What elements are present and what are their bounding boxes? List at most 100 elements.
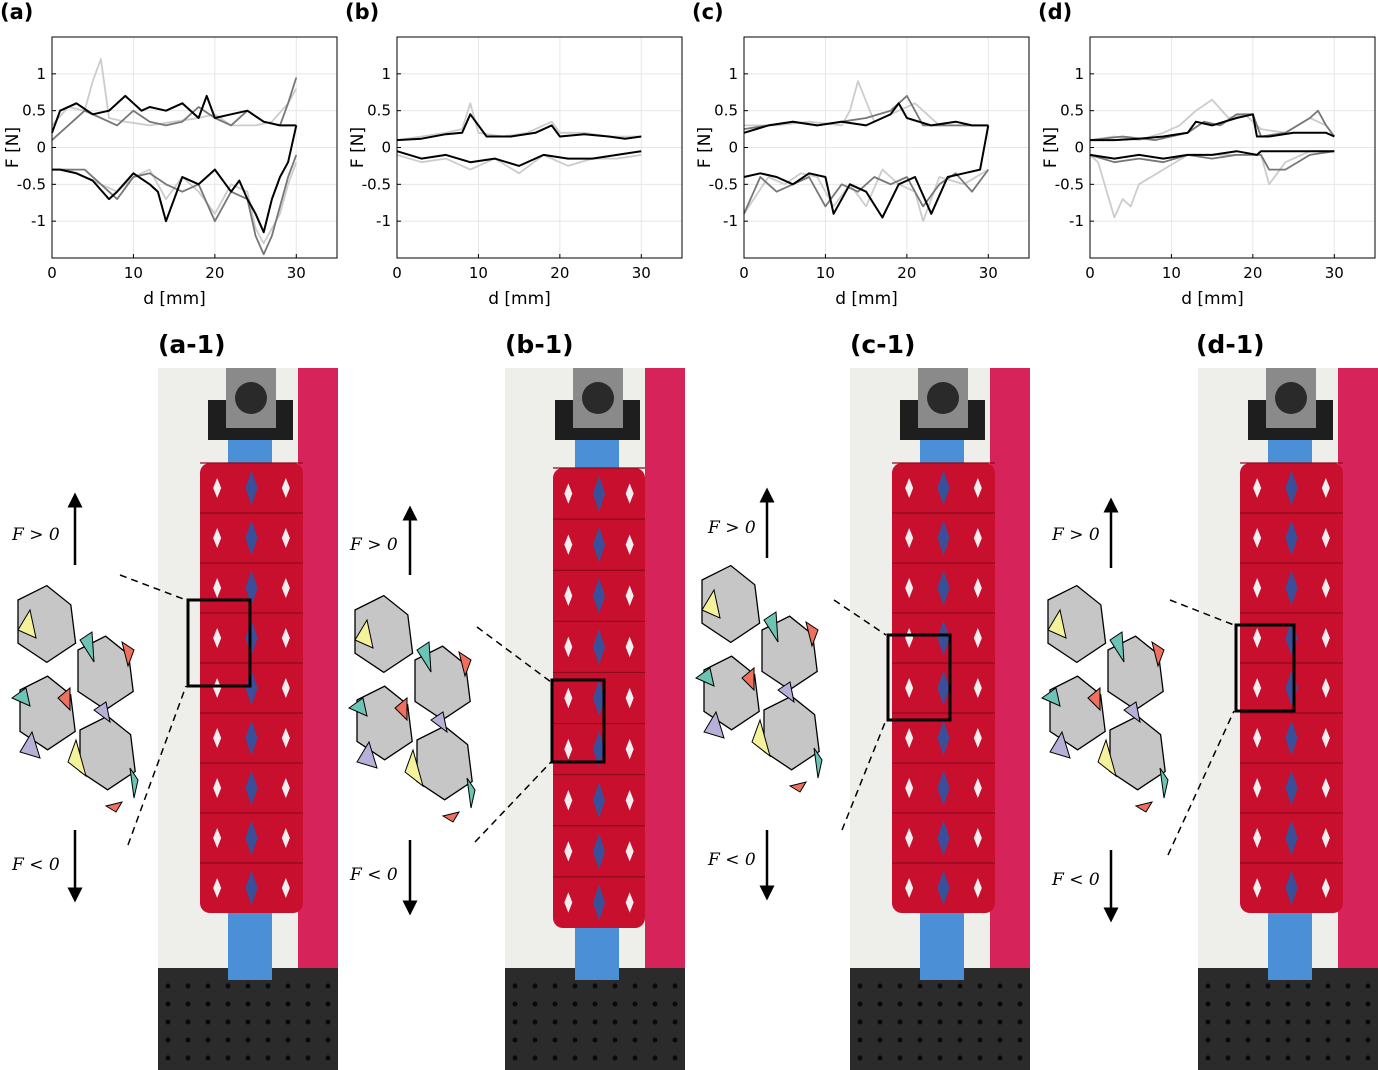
x-tick-label: 10 — [124, 264, 143, 282]
facet-yellow — [1097, 738, 1117, 778]
table-hole — [612, 1037, 618, 1043]
series-line-3 — [1089, 150, 1335, 171]
table-hole — [632, 1055, 638, 1061]
table-hole — [897, 1019, 903, 1025]
panel-d1: (d-1) F > 0 F < 0 — [1038, 330, 1378, 1070]
x-tick-label: 30 — [1325, 264, 1344, 282]
series-line-5 — [1089, 150, 1335, 160]
gap — [905, 578, 914, 598]
facet-salmon — [458, 650, 472, 678]
table-hole — [1017, 1037, 1023, 1043]
facet-salmon — [1134, 801, 1154, 813]
table-hole — [977, 983, 983, 989]
table-hole — [997, 1037, 1003, 1043]
table-hole — [225, 1019, 231, 1025]
table-hole — [532, 1001, 538, 1007]
table-hole — [1265, 1019, 1271, 1025]
facet-salmon — [788, 781, 808, 793]
table-hole — [1205, 1037, 1211, 1043]
table-hole — [1225, 1019, 1231, 1025]
table-hole — [937, 1055, 943, 1061]
table-hole — [1365, 1037, 1371, 1043]
table-hole — [185, 983, 191, 989]
table-hole — [245, 983, 251, 989]
gap — [1321, 628, 1330, 648]
table-hole — [977, 1037, 983, 1043]
gap — [905, 628, 914, 648]
table-hole — [897, 1037, 903, 1043]
gap — [281, 528, 290, 548]
facet-teal — [347, 697, 368, 717]
series-line-2 — [1089, 109, 1336, 142]
gap — [937, 720, 950, 756]
table-hole — [185, 1037, 191, 1043]
gap — [625, 790, 634, 811]
y-tick-label: 0 — [36, 139, 46, 157]
table-hole — [1365, 1055, 1371, 1061]
table-hole — [1017, 1001, 1023, 1007]
table-hole — [957, 1055, 963, 1061]
table-hole — [1305, 1037, 1311, 1043]
series-line-4 — [1090, 113, 1335, 142]
table-hole — [877, 1019, 883, 1025]
panel-title: (c-1) — [850, 330, 916, 359]
table-hole — [672, 1055, 678, 1061]
table-hole — [977, 1001, 983, 1007]
table-hole — [652, 1055, 658, 1061]
table-hole — [997, 983, 1003, 989]
tower-illustration — [505, 368, 685, 1070]
x-tick-label: 20 — [897, 264, 916, 282]
tower-illustration — [158, 368, 338, 1070]
gap — [625, 892, 634, 913]
zoom-leader — [119, 574, 187, 601]
y-tick-label: 0.5 — [22, 102, 46, 120]
gap — [1285, 770, 1298, 806]
table-hole — [325, 983, 331, 989]
y-tick-label: -0.5 — [17, 175, 46, 193]
table-hole — [1285, 1001, 1291, 1007]
table-hole — [285, 1055, 291, 1061]
facet-lavender — [93, 701, 111, 724]
table-hole — [572, 1037, 578, 1043]
facet-salmon — [121, 640, 135, 668]
table-hole — [857, 1019, 863, 1025]
table-hole — [592, 983, 598, 989]
table-hole — [265, 1001, 271, 1007]
gap — [281, 628, 290, 648]
x-tick-label: 20 — [205, 264, 224, 282]
table-hole — [205, 1037, 211, 1043]
gap — [905, 528, 914, 548]
table-hole — [977, 1019, 983, 1025]
facet-yellow — [751, 718, 771, 758]
table-hole — [532, 1019, 538, 1025]
gap — [905, 478, 914, 498]
gap — [213, 878, 222, 898]
facet-salmon — [805, 620, 819, 648]
table-hole — [205, 1001, 211, 1007]
table-hole — [572, 1019, 578, 1025]
annotation — [1040, 497, 1296, 923]
table-hole — [1225, 1001, 1231, 1007]
table-hole — [532, 983, 538, 989]
table-hole — [1205, 1055, 1211, 1061]
tile — [701, 564, 761, 644]
gap — [905, 678, 914, 698]
gap — [905, 778, 914, 798]
gap — [973, 828, 982, 848]
facet-lavender — [1049, 730, 1071, 759]
table-hole — [165, 983, 171, 989]
table-hole — [1225, 1055, 1231, 1061]
y-tick-label: 0.5 — [714, 102, 738, 120]
gap — [1253, 678, 1262, 698]
table-hole — [877, 983, 883, 989]
table-hole — [512, 1001, 518, 1007]
y-tick-label: -1 — [31, 212, 46, 230]
facet-yellow — [701, 588, 721, 619]
y-tick-label: -1 — [376, 212, 391, 230]
table-hole — [1205, 1001, 1211, 1007]
facet-teal — [694, 667, 715, 687]
x-tick-label: 10 — [816, 264, 835, 282]
facet-lavender — [430, 711, 448, 734]
zoom-leader — [1167, 710, 1235, 856]
x-tick-label: 10 — [469, 264, 488, 282]
